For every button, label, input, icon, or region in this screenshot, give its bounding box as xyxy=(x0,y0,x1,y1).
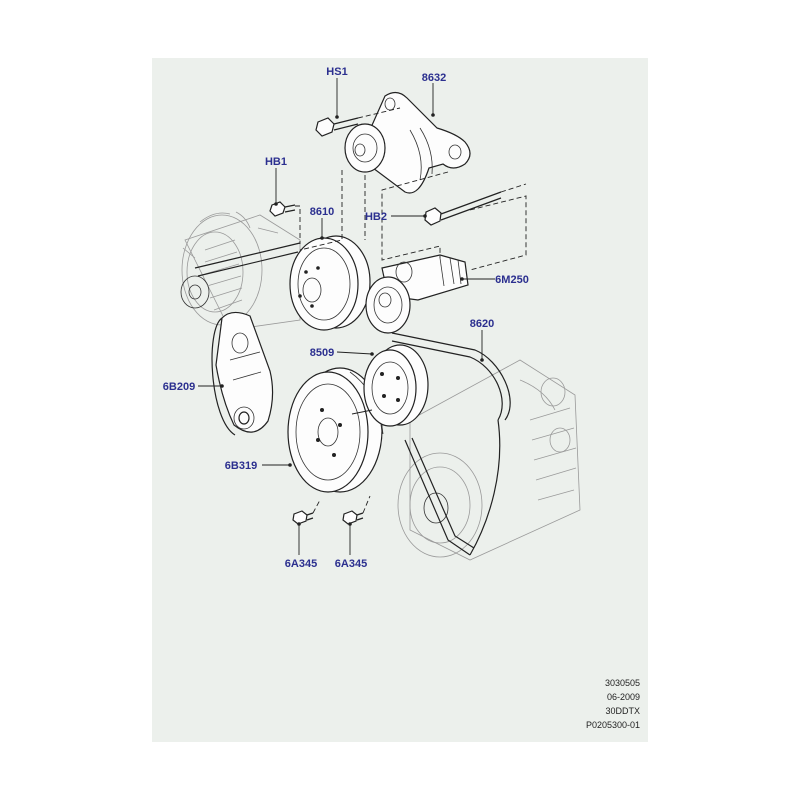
bracket-8632-drawing xyxy=(344,91,471,194)
bolt-6a345-left-drawing xyxy=(292,510,314,525)
callout-hb1: HB1 xyxy=(265,156,287,168)
callout-hb2: HB2 xyxy=(365,211,387,223)
ac-compressor-drawing xyxy=(397,359,581,561)
callout-8610: 8610 xyxy=(310,206,334,218)
footer-model: 30DDTX xyxy=(605,706,640,716)
assembly-lines xyxy=(295,107,527,514)
callout-8620: 8620 xyxy=(470,318,494,330)
callout-6b209: 6B209 xyxy=(163,381,195,393)
component-6m250-drawing xyxy=(365,254,469,334)
pulley-8610-drawing xyxy=(289,235,371,331)
callout-8509: 8509 xyxy=(310,347,334,359)
bolt-hb1-drawing xyxy=(269,201,296,217)
footer-code: 3030505 xyxy=(604,678,640,688)
bolt-hs1-drawing xyxy=(315,117,359,137)
footer-date: 06-2009 xyxy=(606,692,640,702)
callout-6a345-right: 6A345 xyxy=(335,558,367,570)
idler-pulley-drawing xyxy=(351,344,429,427)
footer-reference: P0205300-01 xyxy=(585,720,640,730)
bolt-6a345-right-drawing xyxy=(342,510,364,525)
crankshaft-pulley-drawing xyxy=(287,367,384,493)
callout-6m250: 6M250 xyxy=(495,274,529,286)
tensioner-assembly-drawing xyxy=(215,311,274,433)
callout-6b319: 6B319 xyxy=(225,460,257,472)
callout-6a345-left: 6A345 xyxy=(285,558,317,570)
leader-lines xyxy=(198,78,495,555)
bolt-hb2-drawing xyxy=(424,191,502,226)
callout-hs1: HS1 xyxy=(326,66,347,78)
alternator-drawing xyxy=(180,211,301,331)
callout-8632: 8632 xyxy=(422,72,446,84)
